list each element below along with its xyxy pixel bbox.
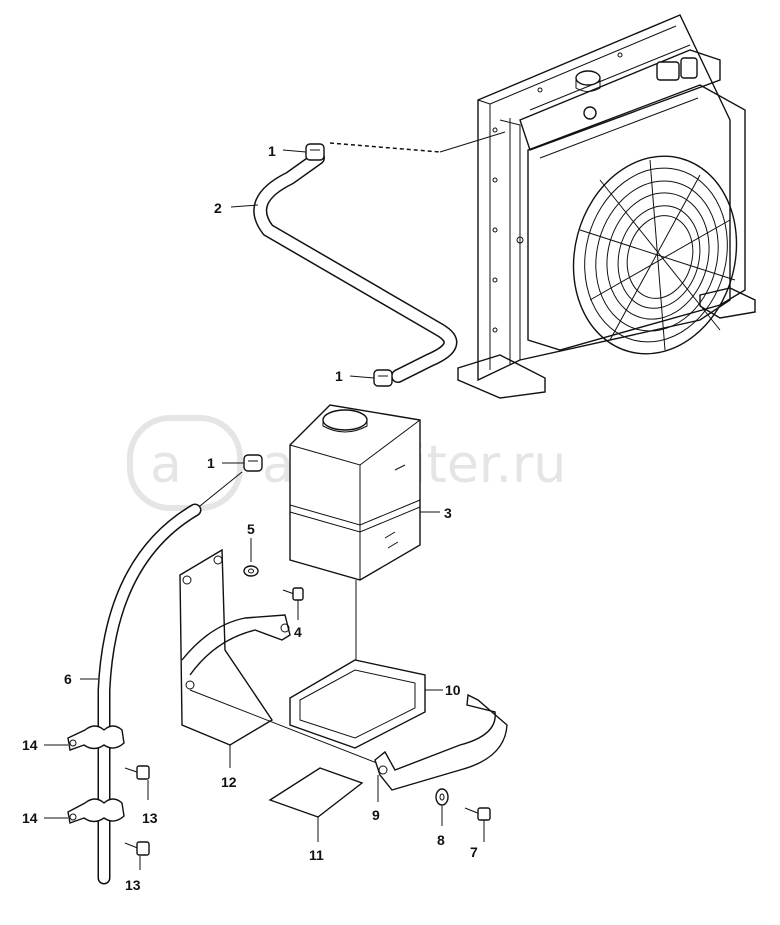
watermark-logo: a [150,435,182,495]
bolt-13a [124,765,150,780]
pipe-clamp-14b [67,798,125,824]
callout-1-top: 1 [268,143,276,159]
pipe-6 [97,471,243,885]
bolt-7 [464,807,491,821]
callout-8: 8 [437,832,445,848]
expansion-tank [289,404,421,581]
pipe-clamp-14a [67,725,125,751]
hose-clamp-1b [373,369,393,387]
radiator-assembly [457,14,756,399]
callout-7: 7 [470,844,478,860]
radiator-filler-cap [575,70,601,86]
callout-10: 10 [445,682,461,698]
hose-2 [253,151,458,383]
callouts: 1 2 1 1 3 5 4 6 10 14 13 12 9 14 8 7 11 … [22,143,478,893]
pad-11 [268,767,364,818]
fan-guard [572,155,738,355]
callout-13-lower: 13 [125,877,141,893]
callout-9: 9 [372,807,380,823]
leader-lines [44,149,485,870]
callout-1-lower: 1 [207,455,215,471]
hose-clamp-1c [243,454,263,472]
callout-2: 2 [214,200,222,216]
callout-4: 4 [294,624,302,640]
callout-12: 12 [221,774,237,790]
callout-14-lower: 14 [22,810,38,826]
callout-11: 11 [309,847,324,863]
strap-9 [374,693,508,791]
tank-holder [289,659,426,749]
hose-clamp-1a [305,143,325,161]
mounting-bracket [179,548,291,746]
washer-5 [243,565,259,577]
callout-1-middle: 1 [335,368,343,384]
callout-3: 3 [444,505,452,521]
callout-5: 5 [247,521,255,537]
dashed-leader [329,142,441,153]
bolt-13b [124,841,150,856]
callout-6: 6 [64,671,72,687]
bolt-4 [282,587,304,601]
washer-8 [435,788,449,806]
callout-14-upper: 14 [22,737,38,753]
callout-13-upper: 13 [142,810,158,826]
tank-cap [322,409,368,431]
